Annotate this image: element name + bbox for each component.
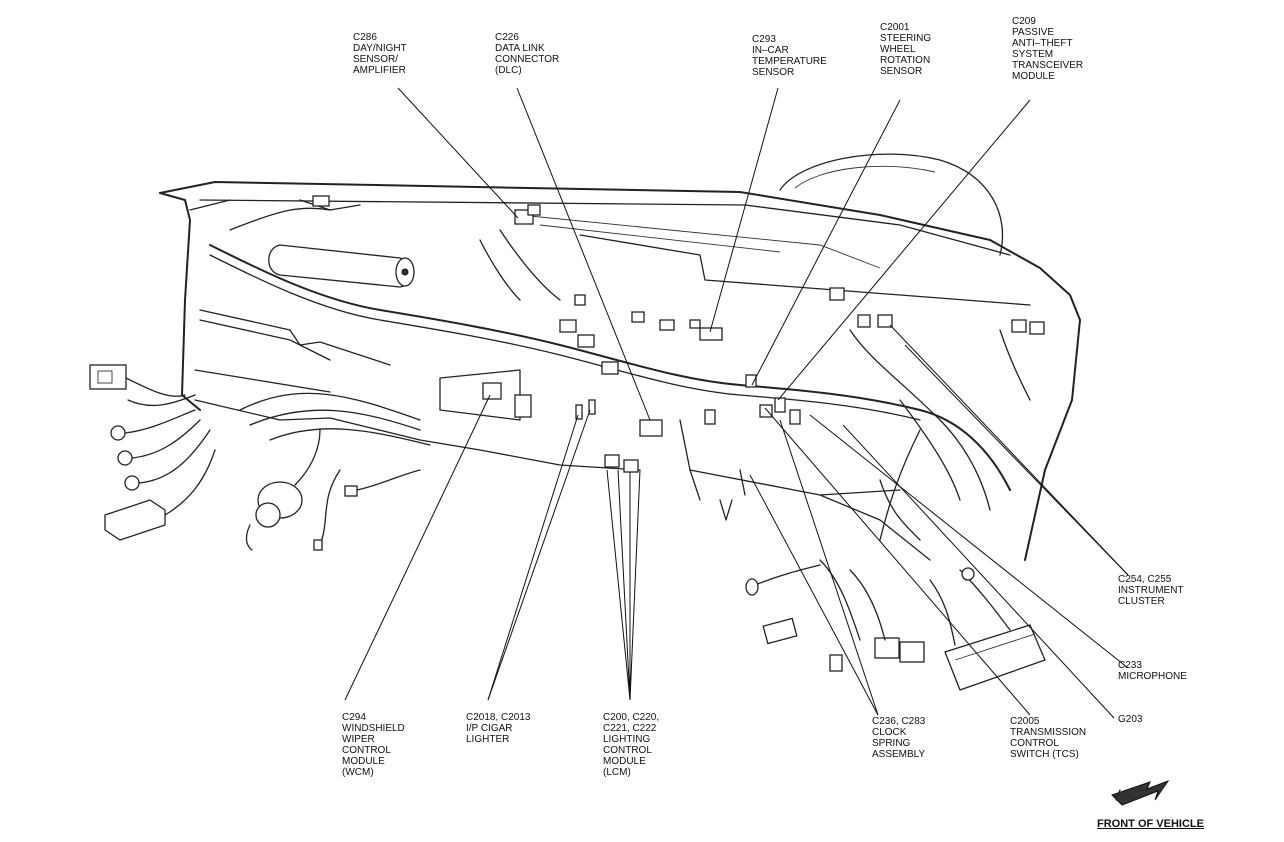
wcm-connector <box>482 382 502 400</box>
steering-wheel <box>779 153 1004 256</box>
main-harness <box>209 244 1011 491</box>
lower-panel <box>239 392 421 421</box>
connector-plug <box>104 499 166 541</box>
sensor-cylinder <box>268 244 412 288</box>
arrow-icon <box>1111 779 1170 806</box>
instrument-panel-left <box>159 192 201 411</box>
instrument-panel-top <box>159 181 1081 561</box>
front-of-vehicle-label: FRONT OF VEHICLE <box>1097 818 1204 830</box>
label-g203: G203 <box>1118 714 1143 725</box>
leader-lines <box>344 87 1129 719</box>
tcs-connector <box>944 624 1046 691</box>
c254-connector <box>877 314 893 328</box>
left-connector-block <box>89 364 127 390</box>
